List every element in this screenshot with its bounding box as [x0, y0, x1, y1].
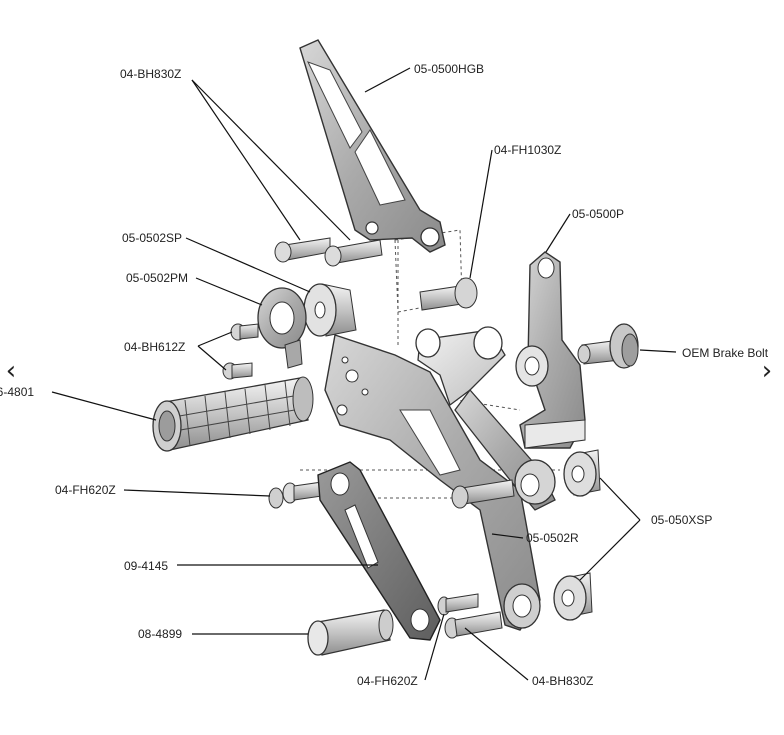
oem-brake-bolt-part [577, 323, 639, 369]
previous-image-button[interactable]: ‹ [5, 356, 17, 386]
label-bh830z-top: 04-BH830Z [120, 67, 181, 81]
shift-arm-part [317, 461, 441, 641]
label-04-bh612z: 04-BH612Z [124, 340, 185, 354]
label-09-4145: 09-4145 [124, 559, 168, 573]
next-image-button[interactable]: › [761, 356, 773, 386]
label-08-4899: 08-4899 [138, 627, 182, 641]
main-plate-part [324, 334, 541, 631]
label-06-4801: 06-4801 [0, 385, 34, 399]
center-bolt [451, 479, 515, 509]
leader-lines [51, 67, 677, 681]
bolt-fh1030z [419, 277, 478, 311]
label-05-050xsp: 05-050XSP [651, 513, 712, 527]
spacer-sp [303, 283, 357, 337]
label-05-0502pm: 05-0502PM [126, 271, 188, 285]
label-oem-brake-bolt: OEM Brake Bolt [682, 346, 769, 360]
spacer-08-4899 [307, 609, 394, 656]
bolt-fh620z-left [268, 481, 323, 509]
label-04-fh1030z: 04-FH1030Z [494, 143, 561, 157]
label-04-fh620z-left: 04-FH620Z [55, 483, 116, 497]
label-05-0502sp: 05-0502SP [122, 231, 182, 245]
label-05-0500p: 05-0500P [572, 207, 624, 221]
heel-guard-part [299, 39, 446, 253]
pivot-link-part [415, 326, 556, 511]
label-05-0502r: 05-0502R [526, 531, 579, 545]
label-05-0500hgb: 05-0500HGB [414, 62, 484, 76]
brake-pedal-part [515, 251, 586, 449]
mount-pm [257, 287, 307, 369]
label-04-fh620z-bottom: 04-FH620Z [357, 674, 418, 688]
footpeg-part [152, 376, 314, 452]
bolt-bh830z-top [274, 237, 383, 267]
part-labels: 04-BH830Z 05-0500HGB 04-FH1030Z 05-0500P… [0, 62, 769, 688]
spacers-xsp [553, 449, 601, 621]
label-bh830z-bottom: 04-BH830Z [532, 674, 593, 688]
bolt-bh612z [222, 323, 259, 380]
